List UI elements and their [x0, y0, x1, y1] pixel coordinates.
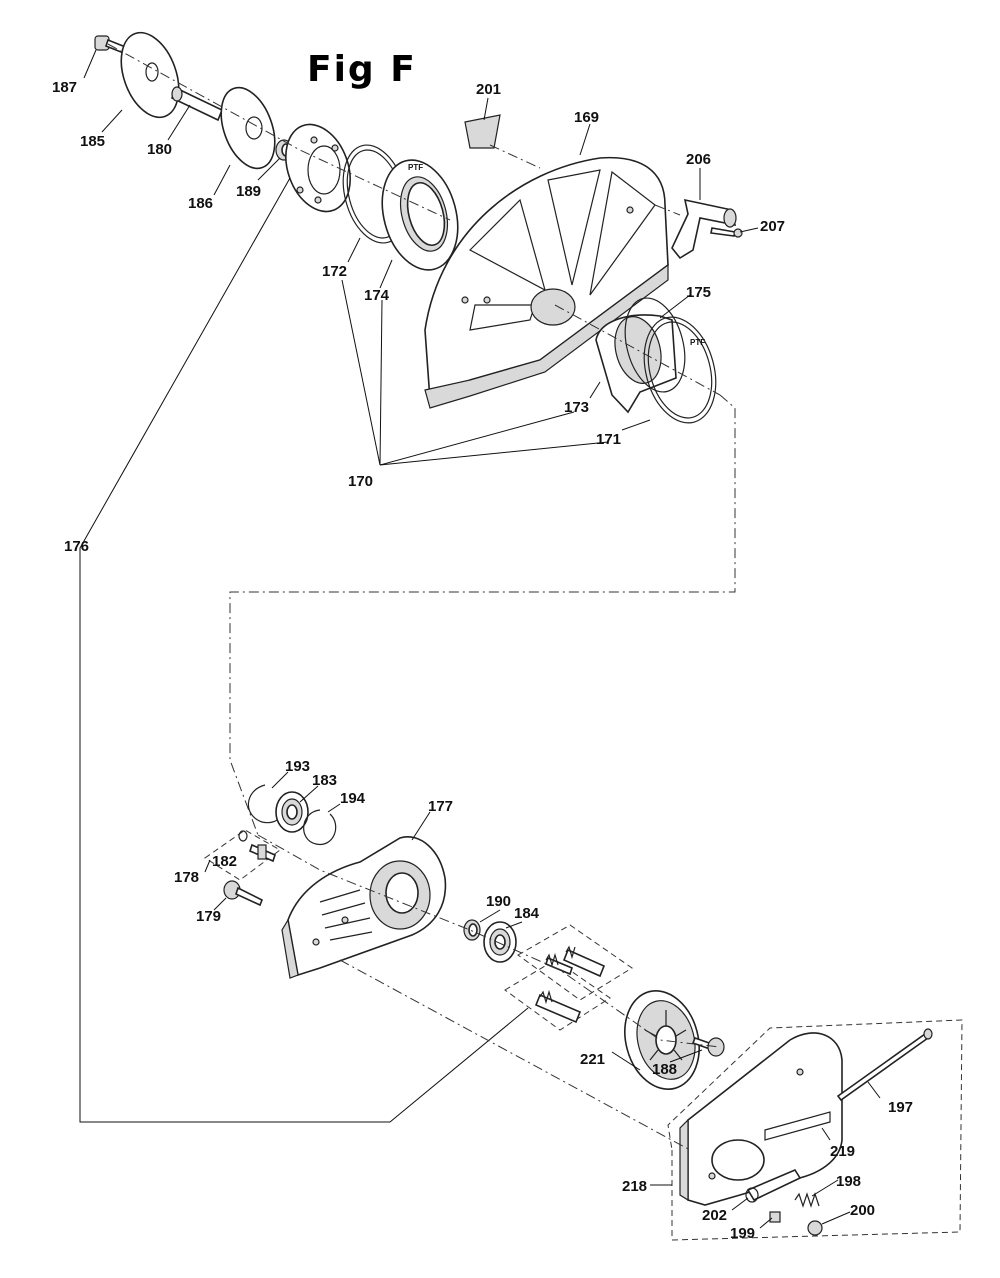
callout-175: 175 [686, 284, 711, 301]
part-199-clip [769, 1211, 781, 1223]
callout-177: 177 [428, 798, 453, 815]
callout-206: 206 [686, 151, 711, 168]
part-186-inner-flange [220, 86, 276, 170]
callout-201: 201 [476, 81, 501, 98]
part-169-blade-guard [424, 156, 669, 409]
part-179-bolt [223, 880, 264, 907]
callout-199: 199 [730, 1225, 755, 1242]
ptf-mark-174: PTF [408, 163, 423, 172]
callout-179: 179 [196, 908, 221, 925]
part-198-spring [794, 1192, 820, 1208]
part-201-cap [464, 114, 501, 149]
part-tensioner-group [504, 924, 633, 1031]
callout-197: 197 [888, 1099, 913, 1116]
callout-178: 178 [174, 869, 199, 886]
callout-189: 189 [236, 183, 261, 200]
part-207-screw [710, 227, 743, 238]
part-174-seal-ring: PTF [381, 159, 459, 271]
callout-221: 221 [580, 1051, 605, 1068]
part-206-handle [671, 198, 737, 260]
part-171-ring: PTF [643, 316, 717, 424]
callout-207: 207 [760, 218, 785, 235]
part-177-arm [281, 836, 447, 979]
part-221-pulley [624, 990, 700, 1090]
callout-171: 171 [596, 431, 621, 448]
part-197-rod [836, 1028, 933, 1102]
callout-219: 219 [830, 1143, 855, 1160]
callout-198: 198 [836, 1173, 861, 1190]
part-185-outer-flange [120, 31, 180, 119]
callout-176: 176 [64, 538, 89, 555]
callout-173: 173 [564, 399, 589, 416]
part-178-group [204, 829, 281, 881]
figure-title: Fig F [307, 49, 417, 90]
part-175-ring [624, 297, 686, 393]
part-184-bearing [483, 921, 517, 963]
callout-labels: 187 185 180 186 189 201 169 206 207 172 … [52, 79, 913, 1242]
callout-169: 169 [574, 109, 599, 126]
callout-174: 174 [364, 287, 390, 304]
callout-190: 190 [486, 893, 511, 910]
callout-180: 180 [147, 141, 172, 158]
callout-186: 186 [188, 195, 213, 212]
part-202-bracket [745, 1168, 802, 1203]
callout-202: 202 [702, 1207, 727, 1224]
callout-184: 184 [514, 905, 540, 922]
callout-185: 185 [80, 133, 105, 150]
callout-188: 188 [652, 1061, 677, 1078]
callout-200: 200 [850, 1202, 875, 1219]
part-173-outer-seal [595, 314, 677, 414]
callout-187: 187 [52, 79, 77, 96]
part-200-nut [807, 1220, 823, 1236]
callout-170: 170 [348, 473, 373, 490]
callout-172: 172 [322, 263, 347, 280]
callout-182: 182 [212, 853, 237, 870]
callout-218: 218 [622, 1178, 647, 1195]
part-194-circlip [303, 809, 337, 845]
leader-lines-upper [79, 49, 759, 1123]
part-176-housing-plate [285, 123, 351, 213]
group-218-outline [667, 1019, 963, 1241]
leader-lines-lower [204, 771, 881, 1229]
callout-193: 193 [285, 758, 310, 775]
part-219-belt-guard [679, 1032, 843, 1206]
callout-194: 194 [340, 790, 366, 807]
centerline-upper [107, 43, 721, 396]
ptf-mark-171: PTF [690, 338, 705, 347]
centerline-lower [257, 834, 721, 1151]
part-180-spindle [170, 86, 224, 122]
callout-183: 183 [312, 772, 337, 789]
part-190-bearing [463, 919, 481, 941]
